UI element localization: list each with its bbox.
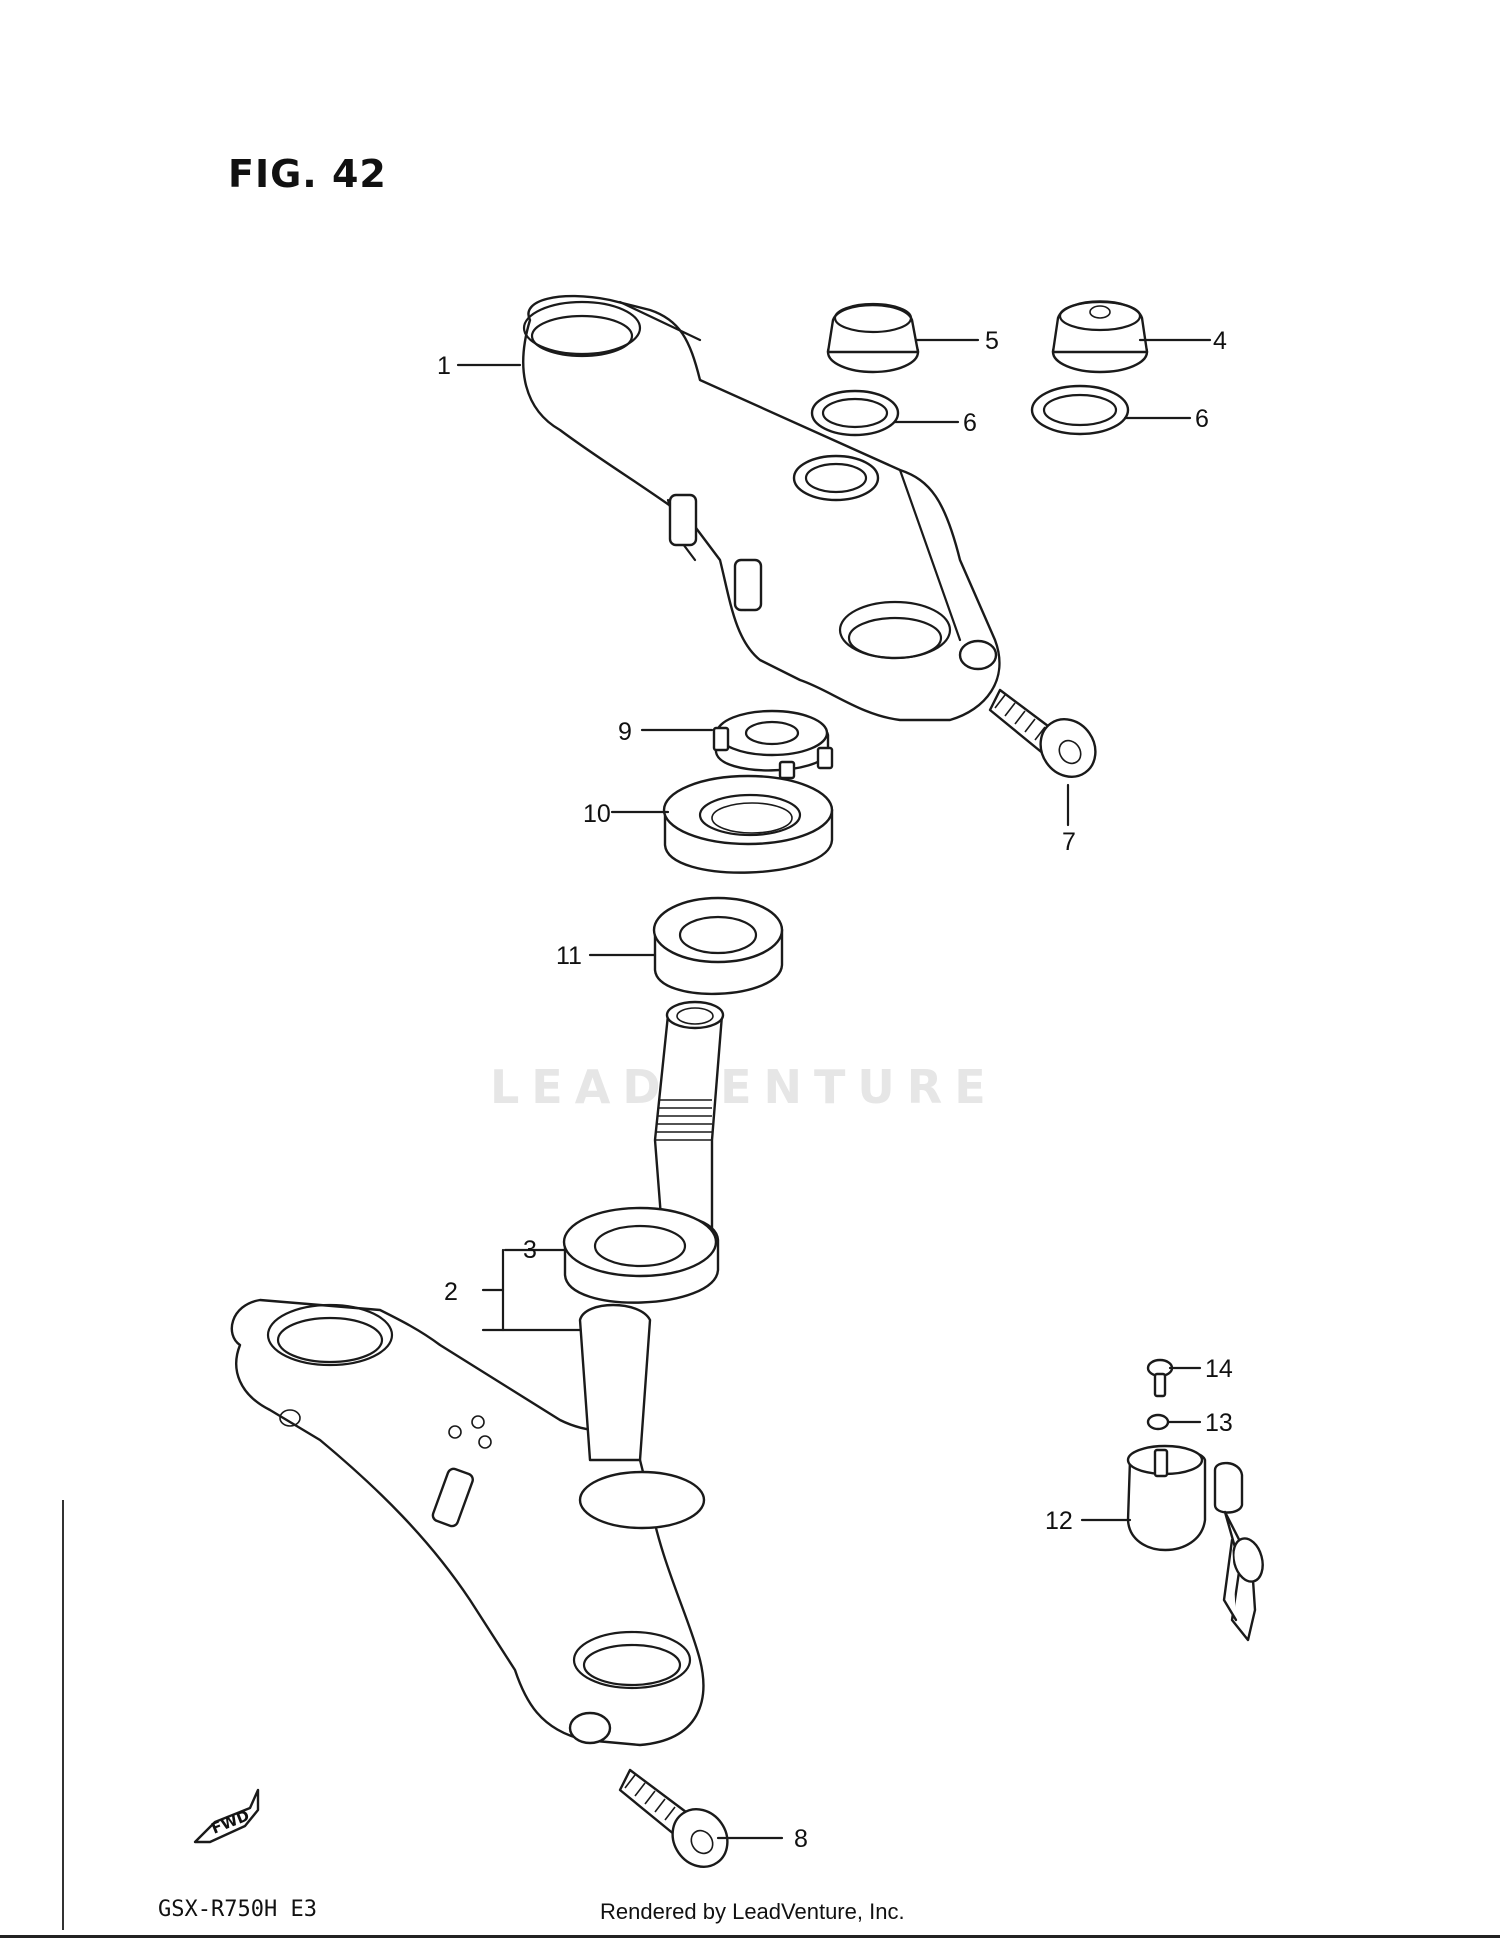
callout-4: 4 bbox=[1213, 327, 1227, 355]
callout-2: 2 bbox=[444, 1278, 458, 1306]
lower-bracket-stem bbox=[230, 1000, 725, 1747]
forward-arrow bbox=[193, 1788, 260, 1844]
figure-title: FIG. 42 bbox=[228, 152, 387, 196]
watermark-text: LEADVENTURE bbox=[490, 1060, 998, 1114]
rendered-by-credit: Rendered by LeadVenture, Inc. bbox=[600, 1899, 905, 1924]
callout-5: 5 bbox=[985, 327, 999, 355]
callout-14: 14 bbox=[1205, 1355, 1233, 1383]
callout-labels: 1 2 3 4 5 6 6 7 8 9 10 11 12 13 14 FWD bbox=[209, 327, 1233, 1853]
callout-9: 9 bbox=[618, 718, 632, 746]
callout-8: 8 bbox=[794, 1825, 808, 1853]
stem-nut-cap bbox=[1051, 300, 1149, 374]
margin-rule bbox=[62, 1500, 64, 1930]
callout-13: 13 bbox=[1205, 1409, 1233, 1437]
lock-washer bbox=[1146, 1413, 1170, 1431]
model-code: GSX-R750H E3 bbox=[158, 1897, 317, 1922]
stem-cap bbox=[826, 302, 920, 374]
upper-bearing bbox=[652, 896, 784, 995]
upper-bracket bbox=[522, 294, 1001, 722]
callout-12: 12 bbox=[1045, 1507, 1073, 1535]
steering-lock-set bbox=[1126, 1444, 1264, 1642]
callout-6-left: 6 bbox=[963, 409, 977, 437]
callout-3: 3 bbox=[523, 1236, 537, 1264]
callout-7: 7 bbox=[1062, 828, 1076, 856]
lock-screw bbox=[1146, 1358, 1174, 1398]
lower-bearing bbox=[562, 1206, 720, 1304]
washer-right bbox=[1030, 384, 1130, 436]
dust-seal bbox=[662, 774, 834, 874]
washer-left bbox=[810, 389, 900, 437]
callout-6-right: 6 bbox=[1195, 405, 1209, 433]
callout-11: 11 bbox=[556, 942, 582, 970]
bottom-rule bbox=[0, 1935, 1500, 1938]
callout-10: 10 bbox=[583, 800, 611, 828]
clamp-bolt-lower bbox=[618, 1768, 729, 1868]
steering-stem-nut bbox=[712, 709, 834, 780]
clamp-bolt-upper bbox=[988, 688, 1097, 778]
callout-leaders bbox=[456, 338, 1212, 1840]
callout-1: 1 bbox=[437, 352, 451, 380]
